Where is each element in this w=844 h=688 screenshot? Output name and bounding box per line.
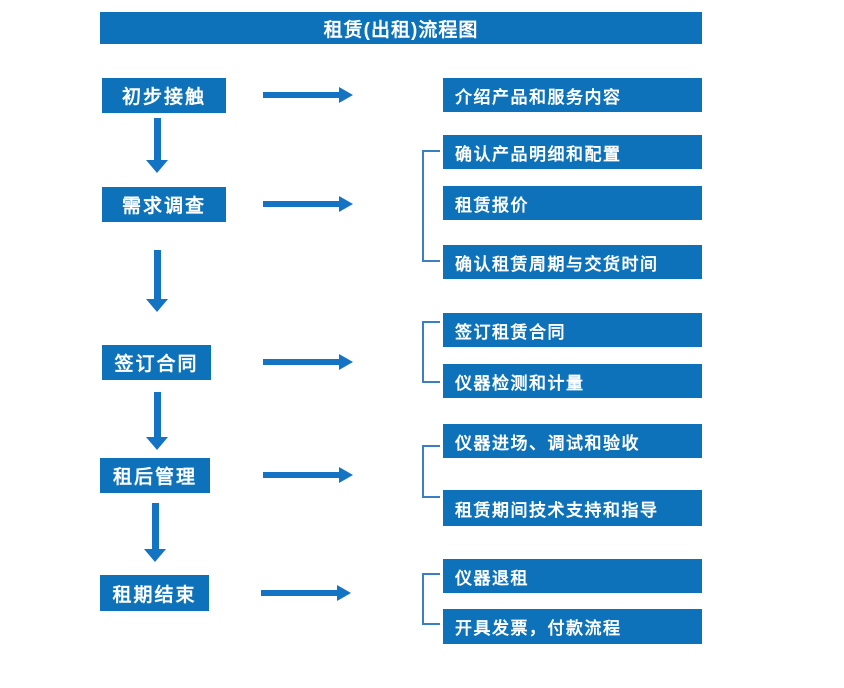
step-box-contract-signing: 签订合同: [102, 345, 211, 380]
output-box-invoice-payment: 开具发票，付款流程: [443, 609, 702, 644]
arrow-right-icon: [263, 467, 353, 483]
group-bracket: [422, 573, 440, 625]
arrow-shaft: [154, 118, 161, 160]
group-bracket: [422, 445, 440, 498]
output-box-instrument-inspection: 仪器检测和计量: [443, 364, 702, 398]
arrow-shaft: [263, 472, 341, 478]
step-box-initial-contact: 初步接触: [102, 78, 226, 113]
arrow-head: [339, 467, 353, 483]
arrow-down-icon: [144, 503, 166, 562]
arrow-head: [339, 196, 353, 212]
arrow-head: [146, 299, 168, 312]
output-box-confirm-details: 确认产品明细和配置: [443, 135, 702, 169]
output-box-instrument-return: 仪器退租: [443, 559, 702, 593]
arrow-right-icon: [261, 585, 351, 601]
step-box-rental-end: 租期结束: [100, 575, 209, 611]
group-bracket: [422, 321, 440, 383]
arrow-right-icon: [263, 196, 353, 212]
arrow-head: [337, 585, 351, 601]
arrow-right-icon: [263, 354, 353, 370]
output-box-instrument-setup: 仪器进场、调试和验收: [443, 424, 702, 458]
arrow-shaft: [263, 359, 341, 365]
arrow-shaft: [154, 250, 161, 299]
group-bracket: [422, 150, 440, 262]
step-box-post-rental-management: 租后管理: [100, 458, 210, 493]
output-box-intro-products: 介绍产品和服务内容: [443, 78, 702, 112]
arrow-down-icon: [146, 392, 168, 450]
output-box-tech-support: 租赁期间技术支持和指导: [443, 490, 702, 526]
arrow-head: [339, 354, 353, 370]
output-box-confirm-period: 确认租赁周期与交货时间: [443, 245, 702, 279]
arrow-shaft: [154, 392, 161, 437]
arrow-shaft: [261, 590, 339, 596]
arrow-shaft: [152, 503, 159, 549]
output-box-rental-quote: 租赁报价: [443, 186, 702, 220]
arrow-head: [339, 87, 353, 103]
arrow-right-icon: [263, 87, 353, 103]
output-box-sign-rental-contract: 签订租赁合同: [443, 313, 702, 347]
arrow-head: [146, 160, 168, 173]
arrow-down-icon: [146, 250, 168, 312]
step-box-requirements-survey: 需求调查: [102, 187, 226, 222]
arrow-head: [144, 549, 166, 562]
arrow-shaft: [263, 92, 341, 98]
arrow-head: [146, 437, 168, 450]
arrow-shaft: [263, 201, 341, 207]
flowchart-title: 租赁(出租)流程图: [100, 12, 702, 44]
arrow-down-icon: [146, 118, 168, 173]
